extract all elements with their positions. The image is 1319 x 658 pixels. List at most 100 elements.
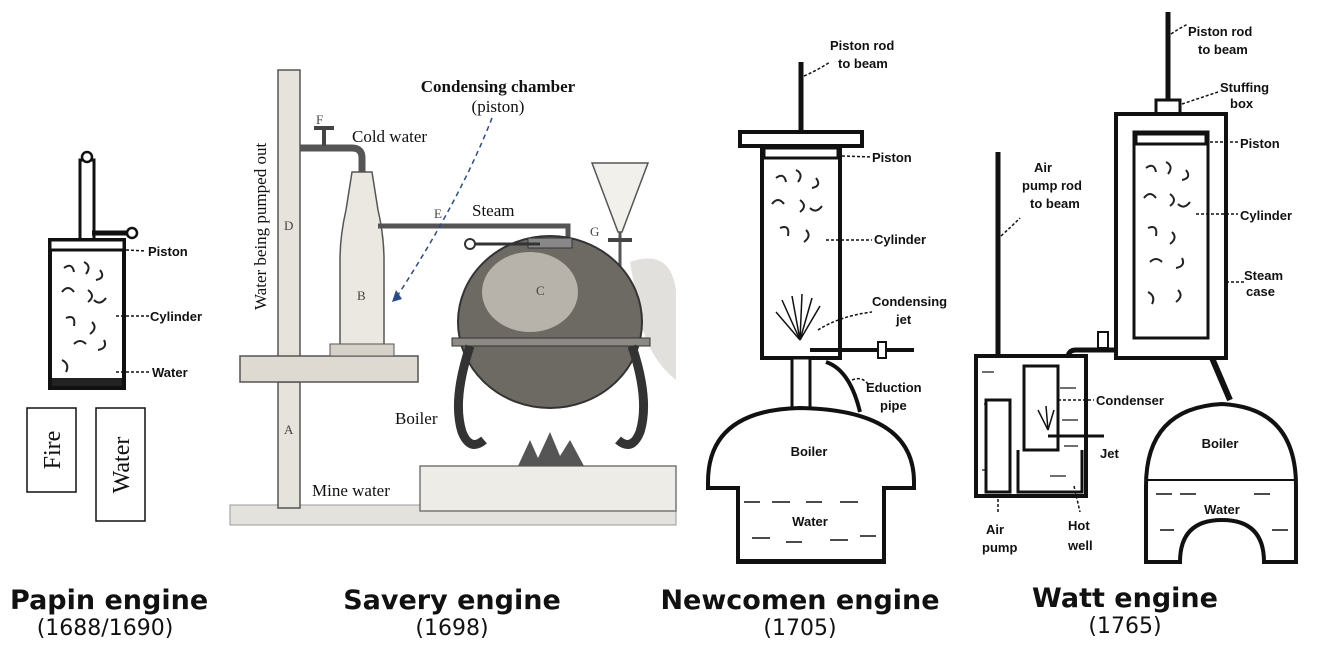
savery-engine-year: (1698) — [415, 616, 489, 641]
savery-boiler-highlight — [482, 252, 578, 332]
watt-piston-label: Piston — [1240, 136, 1280, 151]
watt-condenser-label: Condenser — [1096, 393, 1164, 408]
newcomen-cylinder-label: Cylinder — [874, 232, 926, 247]
newcomen-jet-leader — [817, 311, 873, 331]
watt-air-pump — [984, 398, 1012, 494]
papin-steam-bubbles — [61, 261, 107, 373]
watt-boiler-label: Boiler — [1202, 436, 1239, 451]
papin-handle-end — [125, 226, 139, 240]
watt-stuffing-box — [1154, 98, 1182, 116]
savery-cold-water-pipe — [300, 144, 366, 172]
newcomen-title: Newcomen engine (1705) — [655, 585, 945, 641]
watt-stuffing-label-1: Stuffing — [1220, 80, 1269, 95]
papin-piston — [48, 238, 126, 252]
watt-water-label: Water — [1204, 502, 1240, 517]
savery-pumped-out-label: Water being pumped out — [251, 143, 270, 310]
savery-boiler-label: Boiler — [395, 409, 438, 428]
papin-water-layer — [52, 378, 122, 386]
watt-rod-label-1: Piston rod — [1188, 24, 1252, 39]
watt-air-rod-label-3: to beam — [1030, 196, 1080, 211]
newcomen-boiler — [706, 405, 916, 564]
watt-engine-name: Watt engine — [1032, 583, 1218, 614]
watt-hot-well-leader — [1073, 485, 1081, 513]
savery-letter-f: F — [316, 112, 323, 127]
savery-fire — [518, 432, 584, 466]
savery-boiler-ring — [451, 337, 651, 347]
papin-piston-leader — [125, 249, 147, 252]
newcomen-water-label: Water — [792, 514, 828, 529]
savery-hearth-block — [419, 465, 677, 512]
newcomen-eduction-pipe — [825, 360, 862, 413]
papin-cylinder-label: Cylinder — [150, 309, 202, 324]
newcomen-boiler-neck — [790, 356, 812, 412]
papin-fire-box-label: Fire — [40, 431, 66, 470]
watt-air-rod-label-1: Air — [1034, 160, 1052, 175]
savery-lever-weight — [464, 238, 476, 250]
watt-stuffing-leader — [1181, 91, 1219, 105]
savery-chamber-b — [339, 171, 385, 351]
savery-engine-drawing: D F B E G C A Water being pumped out Con… — [229, 69, 677, 526]
newcomen-piston-label: Piston — [872, 150, 912, 165]
papin-engine-year: (1688/1690) — [36, 616, 174, 641]
watt-cylinder-label: Cylinder — [1240, 208, 1292, 223]
papin-engine-name: Papin engine — [10, 585, 209, 616]
newcomen-pipe-label-1: Eduction — [866, 380, 922, 395]
newcomen-cylinder-cap — [738, 130, 864, 148]
watt-boiler — [1144, 401, 1298, 564]
savery-cold-water-label: Cold water — [352, 127, 427, 146]
savery-smoke — [630, 258, 676, 380]
savery-steam-label: Steam — [472, 201, 515, 220]
watt-air-pump-label-2: pump — [982, 540, 1017, 555]
newcomen-jet-label-1: Condensing — [872, 294, 947, 309]
watt-title: Watt engine (1765) — [1020, 583, 1230, 639]
watt-boiler-water-lines — [1156, 493, 1288, 531]
watt-engine-drawing: Piston rod to beam Stuffing box Piston C… — [974, 12, 1298, 564]
papin-rod-knob — [80, 150, 94, 164]
watt-air-pump-label-1: Air — [986, 522, 1004, 537]
papin-water-label: Water — [152, 365, 188, 380]
watt-jet-label: Jet — [1100, 446, 1119, 461]
newcomen-pipe-leader — [851, 377, 869, 385]
watt-steam-bubbles — [1143, 161, 1191, 305]
savery-valve-f — [314, 126, 334, 146]
savery-pipe-d — [277, 69, 301, 359]
watt-engine-year: (1765) — [1088, 614, 1162, 639]
savery-letter-b: B — [357, 288, 366, 303]
newcomen-engine-year: (1705) — [763, 616, 837, 641]
newcomen-engine-name: Newcomen engine — [660, 585, 940, 616]
papin-cylinder — [48, 238, 126, 390]
savery-letter-a: A — [284, 422, 294, 437]
watt-rod-label-2: to beam — [1198, 42, 1248, 57]
watt-piston — [1134, 132, 1208, 146]
papin-engine-drawing: Piston Cylinder Water Fire Water — [26, 150, 202, 522]
savery-condensing-arrowhead — [392, 290, 402, 302]
newcomen-water-lines — [744, 501, 876, 543]
watt-exhaust-valve — [1097, 331, 1109, 349]
newcomen-engine-drawing: Piston rod to beam Piston Cylinder Conde… — [706, 38, 947, 564]
newcomen-feed-valve — [877, 341, 887, 359]
savery-engine-name: Savery engine — [343, 585, 561, 616]
savery-letter-g: G — [590, 224, 599, 239]
watt-hot-well — [1016, 450, 1084, 494]
newcomen-steam-bubbles — [771, 169, 823, 243]
watt-steam-case-label-2: case — [1246, 284, 1275, 299]
savery-condensing-arrow — [395, 117, 493, 299]
papin-piston-label: Piston — [148, 244, 188, 259]
savery-boiler-leg-left — [453, 344, 487, 449]
watt-hot-well-label-2: well — [1067, 538, 1093, 553]
newcomen-boiler-water — [712, 487, 910, 561]
watt-steam-pipe — [1209, 356, 1233, 402]
savery-condensing-sub: (piston) — [472, 97, 525, 116]
papin-water-box — [95, 407, 146, 522]
savery-letter-c: C — [536, 283, 545, 298]
watt-jet-spray — [1037, 405, 1055, 431]
savery-chamber-base — [329, 343, 395, 357]
newcomen-rod-leader — [803, 61, 831, 77]
newcomen-piston — [762, 146, 840, 160]
newcomen-rod-label-1: Piston rod — [830, 38, 894, 53]
newcomen-piston-leader — [841, 155, 873, 158]
watt-cylinder — [1132, 130, 1210, 340]
savery-boiler-leg-right — [615, 344, 649, 449]
savery-letter-d: D — [284, 218, 293, 233]
